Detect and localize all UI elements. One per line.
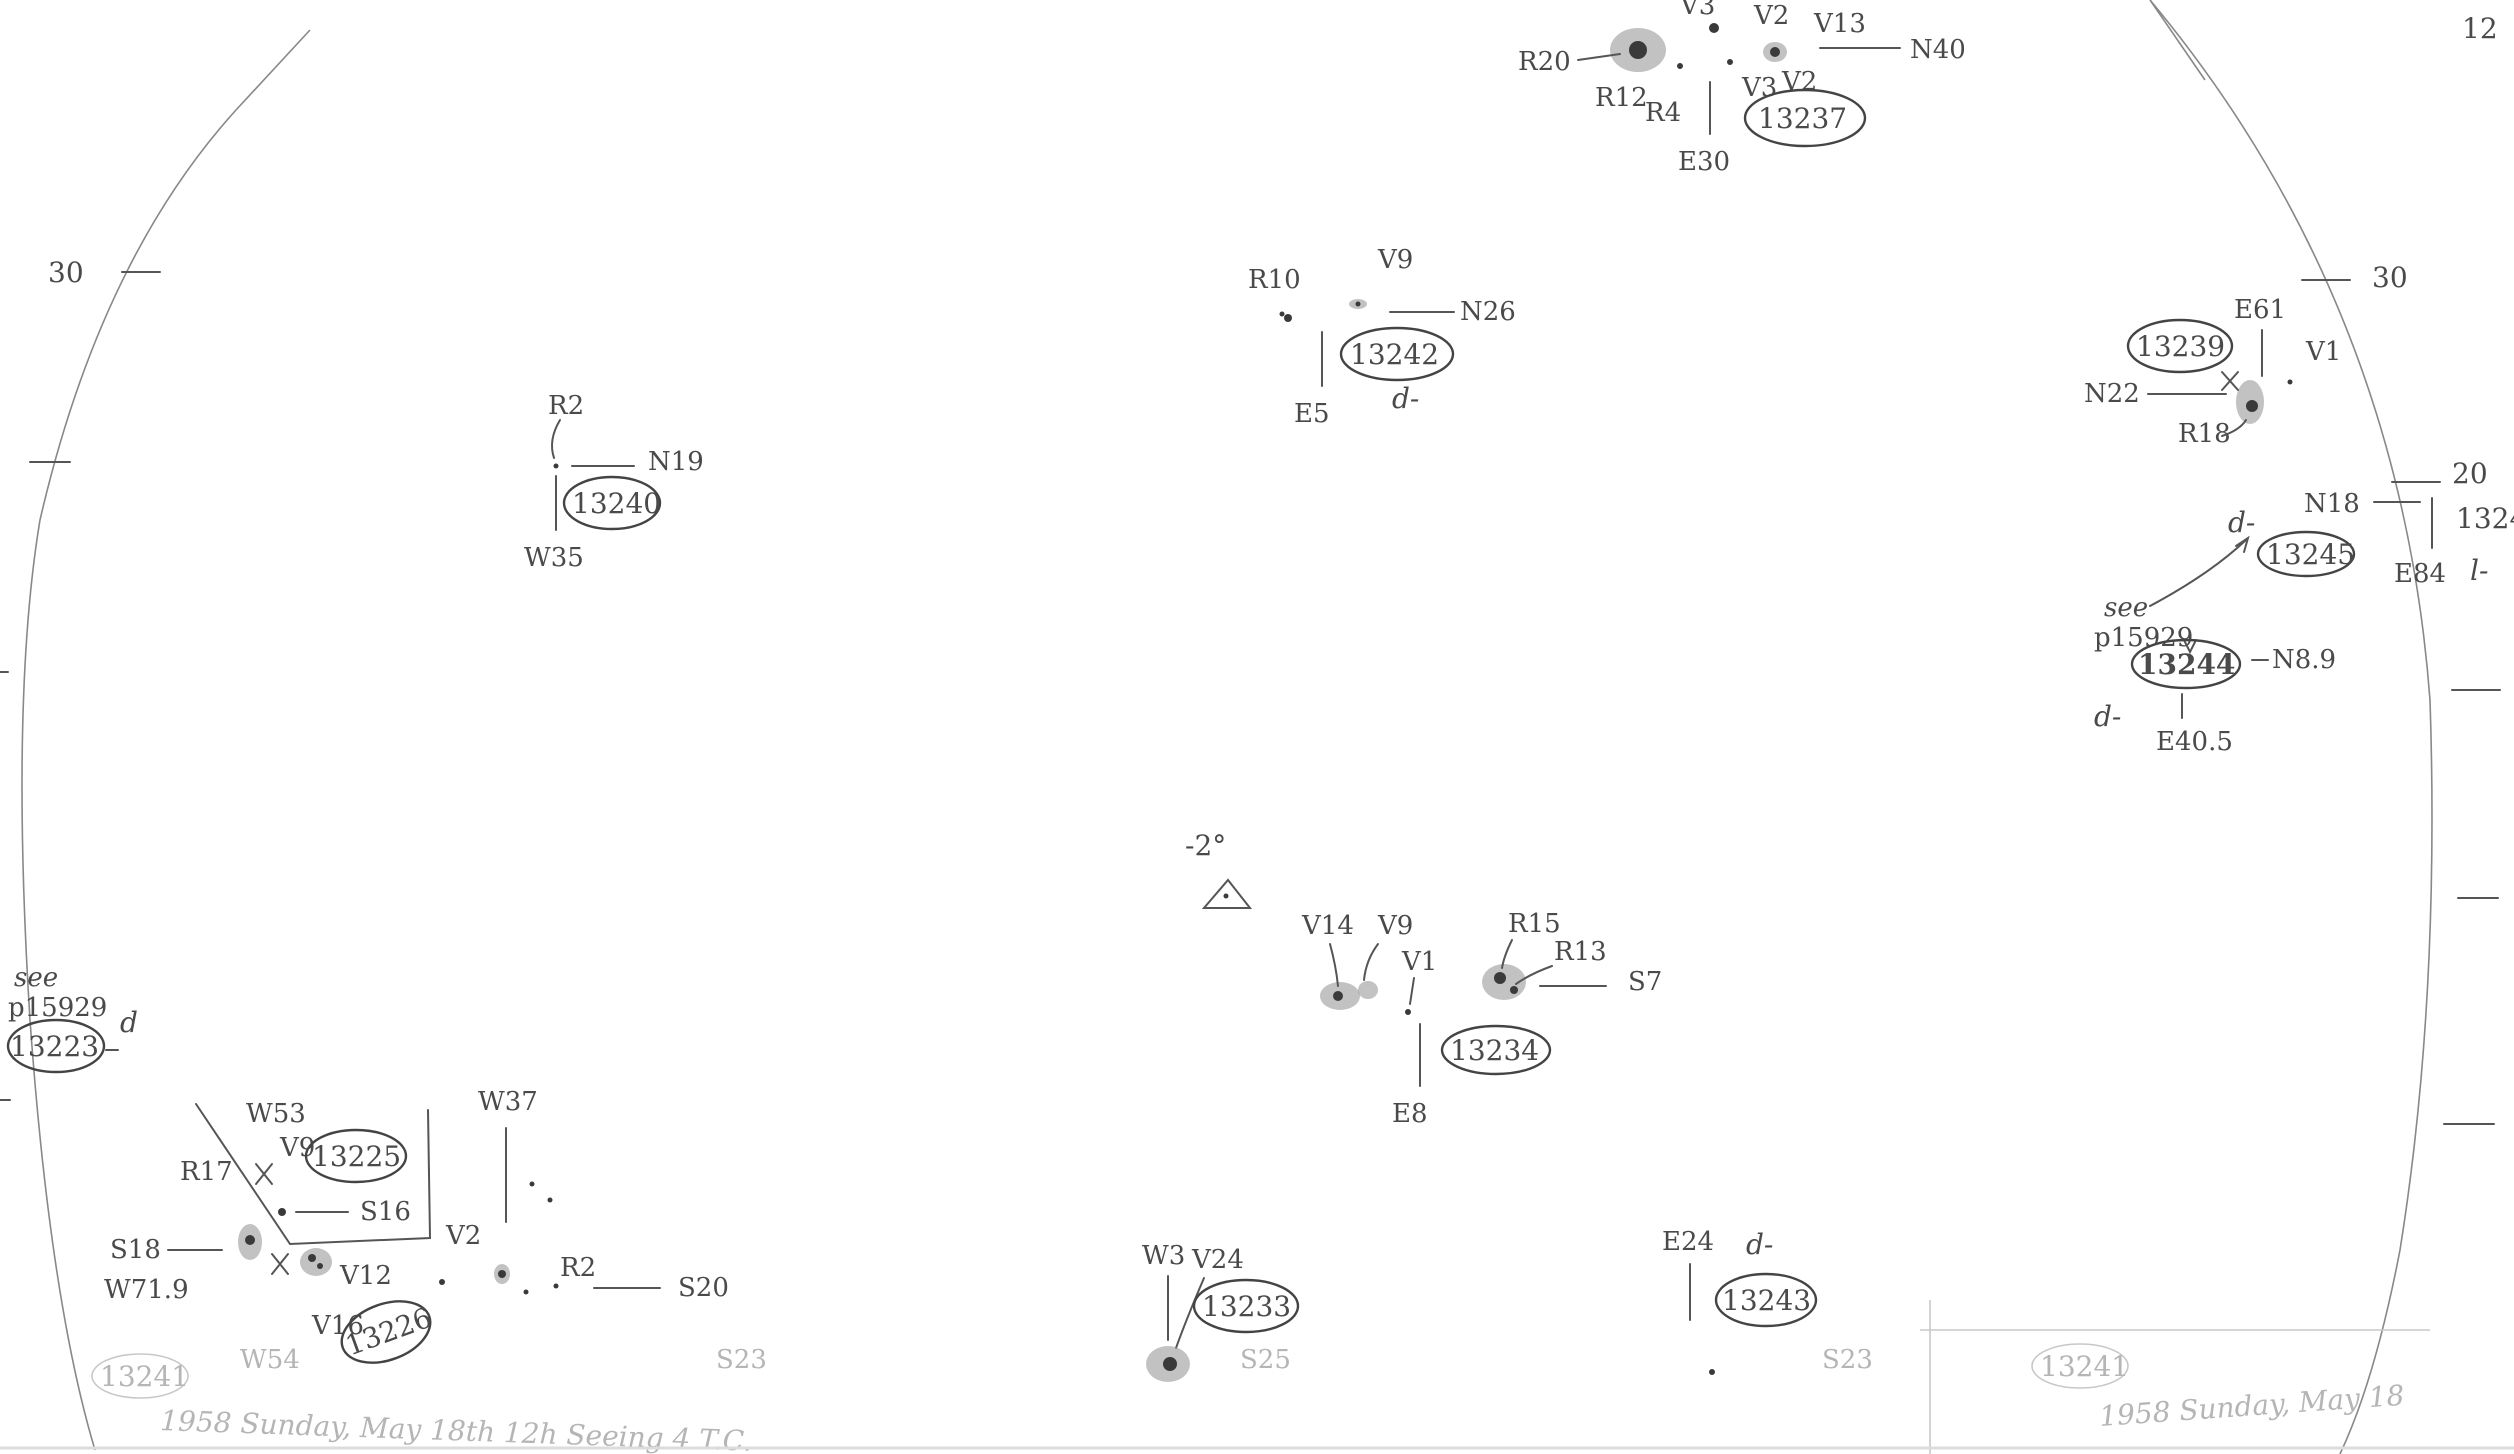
label-r10: R10 bbox=[1248, 265, 1301, 295]
label-v3-low: V3 bbox=[1741, 73, 1777, 103]
center-label: -2° bbox=[1185, 829, 1226, 862]
note: d- bbox=[2228, 506, 2255, 539]
region-13223: see p15929 13223 d bbox=[6, 963, 138, 1074]
region-13225: W53 R17 V9 13225 S16 bbox=[180, 1099, 432, 1246]
see-note: see bbox=[14, 963, 58, 993]
label-east: E30 bbox=[1678, 147, 1730, 177]
label-v2: V2 bbox=[445, 1221, 481, 1251]
label-east: E24 bbox=[1662, 1227, 1714, 1257]
label-w71-9: W71.9 bbox=[104, 1275, 189, 1305]
region-number: 13233 bbox=[1202, 1290, 1291, 1323]
page-number: 12 bbox=[2462, 12, 2498, 45]
region-13239: E61 V1 R18 N22 13239 bbox=[2084, 295, 2341, 449]
triangle-dot-icon bbox=[1201, 878, 1253, 909]
note: d- bbox=[2094, 700, 2121, 733]
label-east: E5 bbox=[1294, 399, 1330, 429]
disk-limb-top-left bbox=[235, 29, 311, 111]
label-r17: R17 bbox=[180, 1157, 233, 1187]
region-number: 13223 bbox=[10, 1030, 99, 1063]
label-north: N8.9 bbox=[2272, 645, 2336, 675]
region-number: 13240 bbox=[572, 487, 661, 520]
label-v3-top: V3 bbox=[1679, 0, 1715, 21]
label-r12: R12 bbox=[1595, 83, 1648, 113]
region-number: 13239 bbox=[2136, 330, 2225, 363]
label-v12: V12 bbox=[339, 1261, 392, 1291]
region-13244: see p15929 13244 N8.9 E40.5 d- bbox=[2094, 535, 2336, 757]
region-number: 13243 bbox=[1722, 1284, 1811, 1317]
note: d- bbox=[1392, 382, 1419, 415]
label-north: N26 bbox=[1460, 297, 1516, 327]
ghost-label: S23 bbox=[716, 1345, 767, 1375]
label-r2: R2 bbox=[560, 1253, 596, 1283]
ghost-label: S25 bbox=[1240, 1345, 1291, 1375]
region-number: 13242 bbox=[1350, 338, 1439, 371]
label-east: E8 bbox=[1392, 1099, 1428, 1129]
label-north: N19 bbox=[648, 447, 704, 477]
label-w37: W37 bbox=[478, 1087, 538, 1117]
scale-label-upper-right: 30 bbox=[2372, 261, 2408, 294]
ghost-region-number: 13241 bbox=[2040, 1350, 2129, 1383]
label-e61: E61 bbox=[2234, 295, 2286, 325]
label-w53: W53 bbox=[246, 1099, 306, 1129]
region-13240: R2 N19 W35 13240 bbox=[524, 391, 704, 573]
label-north: N40 bbox=[1910, 35, 1966, 65]
edge-region-fragment: 1324 bbox=[2456, 502, 2514, 535]
ghost-label: S23 bbox=[1822, 1345, 1873, 1375]
region-13226: S18 W71.9 V16 V12 W54 13226 bbox=[104, 1224, 436, 1375]
label-v13: V13 bbox=[1813, 9, 1866, 39]
label-v9: V9 bbox=[1377, 245, 1413, 275]
disk-limb-top-right bbox=[2149, 0, 2206, 81]
label-r18: R18 bbox=[2178, 419, 2231, 449]
label-s18: S18 bbox=[110, 1235, 161, 1265]
label-v14: V14 bbox=[1301, 911, 1354, 941]
region-13243: E24 d- 13243 S23 bbox=[1662, 1227, 1873, 1375]
label-east: E84 bbox=[2394, 559, 2446, 589]
region-13233: W3 V24 13233 S25 bbox=[1142, 1241, 1300, 1382]
ghost-region-number: 13241 bbox=[100, 1360, 189, 1393]
label-r4: R4 bbox=[1645, 98, 1681, 128]
label-r15: R15 bbox=[1508, 909, 1561, 939]
label-south: S20 bbox=[678, 1273, 729, 1303]
label-w3: W3 bbox=[1142, 1241, 1185, 1271]
label-v9: V9 bbox=[1377, 911, 1413, 941]
label-v2-top: V2 bbox=[1753, 1, 1789, 31]
ghost-show-through: 13241 13241 S23 bbox=[91, 1300, 2430, 1454]
note: d- bbox=[1746, 1228, 1773, 1261]
label-r13: R13 bbox=[1554, 937, 1607, 967]
edge-note: l- bbox=[2470, 554, 2488, 587]
region-w37: W37 V2 R2 S20 bbox=[439, 1087, 729, 1303]
region-number: 13225 bbox=[312, 1140, 401, 1173]
label-v1: V1 bbox=[2305, 337, 2341, 367]
label-east: E40.5 bbox=[2156, 727, 2233, 757]
label-v24: V24 bbox=[1191, 1245, 1244, 1275]
ref-note: p15929 bbox=[8, 993, 107, 1023]
footer-caption-right: 1958 Sunday, May 18 bbox=[2098, 1379, 2405, 1433]
disk-limb bbox=[21, 109, 237, 1451]
see-note: see bbox=[2104, 593, 2148, 623]
region-13245: N18 E84 d- 13245 1324 l- bbox=[2228, 489, 2514, 589]
label-v1: V1 bbox=[1401, 947, 1437, 977]
region-number: 13234 bbox=[1450, 1034, 1539, 1067]
label-w54: W54 bbox=[240, 1345, 300, 1375]
label-north: N18 bbox=[2304, 489, 2360, 519]
region-13234: V14 V9 V1 R15 R13 S7 E8 13234 bbox=[1301, 909, 1662, 1129]
label-south: S7 bbox=[1628, 967, 1662, 997]
label-r20: R20 bbox=[1518, 47, 1571, 77]
region-number: 13237 bbox=[1758, 102, 1847, 135]
label-south: S16 bbox=[360, 1197, 411, 1227]
scale-label-upper-left: 30 bbox=[48, 256, 84, 289]
label-north: N22 bbox=[2084, 379, 2140, 409]
region-number: 13245 bbox=[2266, 538, 2355, 571]
note: d bbox=[120, 1006, 138, 1039]
scale-label-right-mid: 20 bbox=[2452, 457, 2488, 490]
region-13242: R10 V9 N26 E5 13242 d- bbox=[1248, 245, 1516, 429]
region-number: 13244 bbox=[2138, 648, 2235, 681]
disk-limb-right bbox=[2149, 0, 2433, 1454]
label-v9: V9 bbox=[279, 1133, 315, 1163]
label-r2: R2 bbox=[548, 391, 584, 421]
label-west: W35 bbox=[524, 543, 584, 573]
region-13237: R20 R12 R4 V3 V2 V13 V3 V2 N40 E30 13237 bbox=[1518, 0, 1966, 177]
label-v16: V16 bbox=[311, 1311, 364, 1341]
